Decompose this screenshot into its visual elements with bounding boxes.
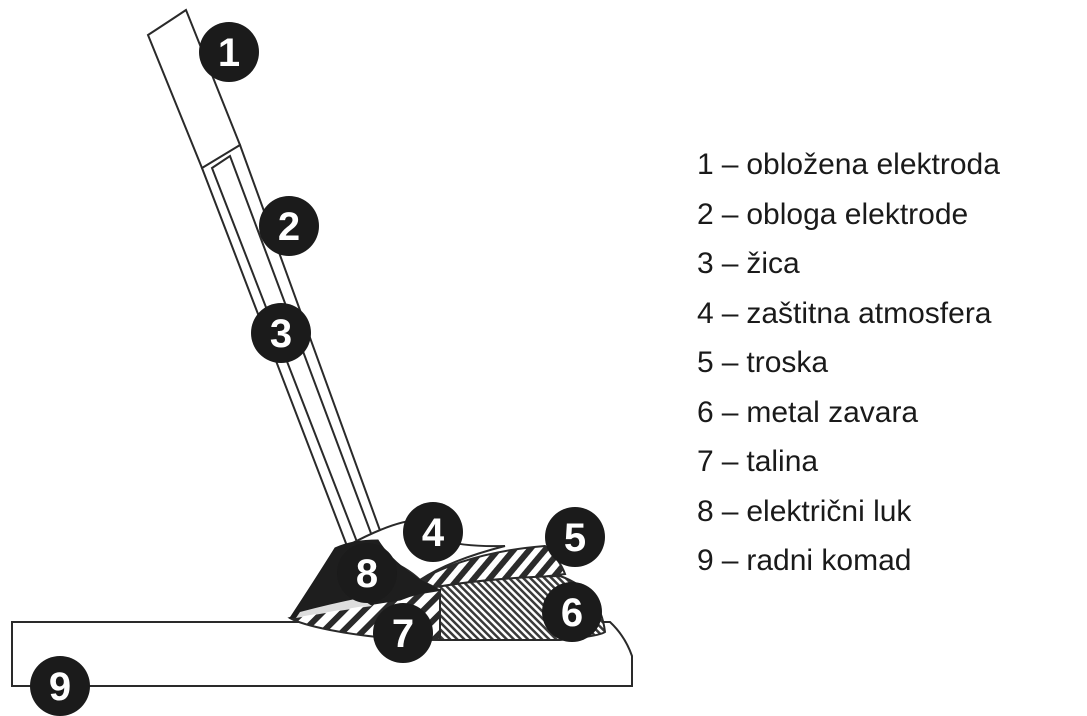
svg-text:6: 6 <box>561 591 583 635</box>
legend-label: troska <box>746 346 829 379</box>
legend-label: talina <box>746 445 819 478</box>
legend-item: 4–zaštitna atmosfera <box>697 289 1000 339</box>
legend-label: žica <box>746 247 800 280</box>
badge-5: 5 <box>545 507 605 567</box>
legend-number: 8 <box>697 494 714 528</box>
legend-separator: – <box>721 296 739 330</box>
legend-label: obložena elektroda <box>746 148 1000 181</box>
svg-text:3: 3 <box>270 312 292 356</box>
legend-item: 6–metal zavara <box>697 388 1000 438</box>
svg-text:5: 5 <box>564 516 586 560</box>
legend-number: 3 <box>697 247 714 280</box>
legend-item: 7–talina <box>697 437 1000 487</box>
svg-text:4: 4 <box>422 511 445 555</box>
svg-text:7: 7 <box>392 612 414 656</box>
legend-separator: – <box>721 395 739 429</box>
legend-separator: – <box>721 346 739 379</box>
legend-separator: – <box>721 247 739 280</box>
legend-number: 2 <box>697 197 714 231</box>
legend-label: radni komad <box>746 544 912 577</box>
legend-label: obloga elektrode <box>746 197 969 231</box>
legend-item: 9–radni komad <box>697 536 1000 586</box>
legend-number: 5 <box>697 346 714 379</box>
legend-item: 2–obloga elektrode <box>697 190 1000 240</box>
legend-number: 1 <box>697 148 714 181</box>
legend-number: 9 <box>697 544 714 577</box>
badge-6: 6 <box>542 582 602 642</box>
legend-separator: – <box>721 148 739 181</box>
slag <box>417 544 567 592</box>
svg-text:9: 9 <box>49 665 71 709</box>
legend-label: zaštitna atmosfera <box>746 296 992 330</box>
svg-text:1: 1 <box>218 31 240 75</box>
legend: 1–obložena elektroda 2–obloga elektrode … <box>697 140 1000 586</box>
legend-separator: – <box>721 494 739 528</box>
legend-separator: – <box>721 197 739 231</box>
legend-separator: – <box>721 445 739 478</box>
legend-number: 7 <box>697 445 714 478</box>
legend-label: metal zavara <box>746 395 919 429</box>
badge-3: 3 <box>251 303 311 363</box>
legend-item: 3–žica <box>697 239 1000 289</box>
badge-9: 9 <box>30 656 90 716</box>
arc-highlight <box>296 598 372 618</box>
badge-1: 1 <box>199 22 259 82</box>
legend-item: 1–obložena elektroda <box>697 140 1000 190</box>
legend-number: 6 <box>697 395 714 429</box>
badge-2: 2 <box>259 196 319 256</box>
legend-separator: – <box>721 544 739 577</box>
badge-7: 7 <box>373 603 433 663</box>
svg-text:8: 8 <box>356 552 378 596</box>
legend-item: 8–električni luk <box>697 487 1000 537</box>
legend-item: 5–troska <box>697 338 1000 388</box>
badge-4: 4 <box>403 502 463 562</box>
legend-number: 4 <box>697 296 714 330</box>
svg-text:2: 2 <box>278 205 300 249</box>
legend-label: električni luk <box>746 494 912 528</box>
badge-8: 8 <box>337 543 397 603</box>
